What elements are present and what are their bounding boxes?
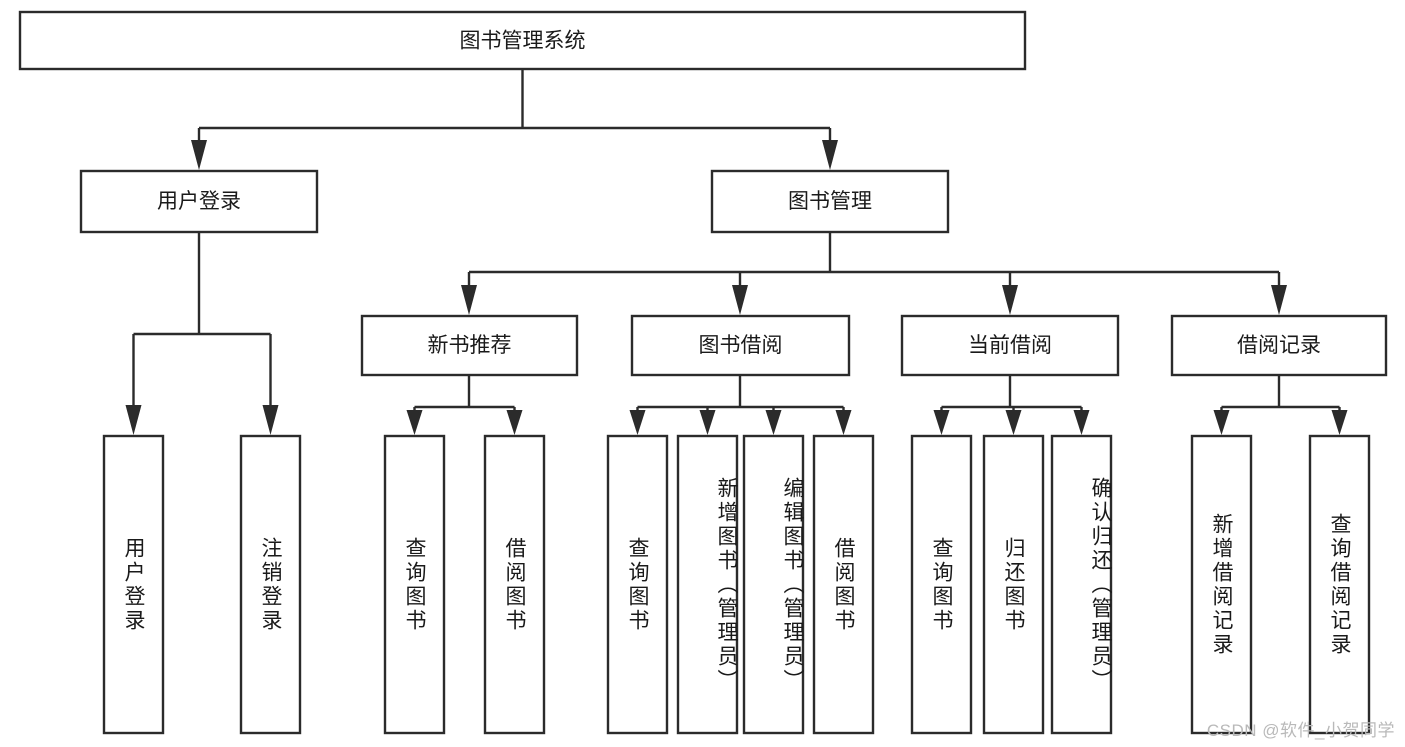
node-new-book-recommend-box[interactable] [360, 314, 579, 377]
node-current-borrow-box[interactable] [900, 314, 1120, 377]
arrow-leaf-confirm-return [1073, 410, 1090, 435]
arrow-leaf-query-record [1331, 410, 1348, 435]
leaf-box-confirm-return[interactable] [1050, 434, 1113, 735]
leaf-box-query-record[interactable] [1308, 434, 1371, 735]
node-root[interactable]: 图书管理系统 [18, 10, 1027, 71]
leaf-box-borrow-book-2[interactable] [812, 434, 875, 735]
node-borrow-record-label: 借阅记录 [1237, 334, 1321, 357]
arrow-leaf-query-book-2 [629, 410, 646, 435]
node-book-management-label: 图书管理 [788, 190, 872, 213]
arrow-to-new-book-recommend [461, 285, 477, 315]
arrow-leaf-query-book-3 [933, 410, 950, 435]
node-book-borrow-box[interactable] [630, 314, 851, 377]
leaf-box-add-book[interactable] [676, 434, 739, 735]
arrow-to-user-login [191, 140, 207, 170]
leaf-box-edit-book[interactable] [742, 434, 805, 735]
arrow-leaf-edit-book [765, 410, 782, 435]
leaf-box-query-book-3[interactable] [910, 434, 973, 735]
leaf-box-add-record[interactable] [1190, 434, 1253, 735]
node-user-login[interactable]: 用户登录 [79, 169, 319, 234]
node-root-box[interactable] [18, 10, 1027, 71]
node-borrow-record-box[interactable] [1170, 314, 1388, 377]
leaf-box-logout[interactable] [239, 434, 302, 735]
arrow-leaf-add-book [699, 410, 716, 435]
arrow-to-book-borrow [732, 285, 748, 315]
arrow-leaf-user-login [125, 405, 142, 435]
arrow-leaf-return-book [1005, 410, 1022, 435]
leaf-box-layer [102, 434, 1371, 735]
node-new-book-recommend[interactable]: 新书推荐 [360, 314, 579, 377]
node-user-login-label: 用户登录 [157, 190, 241, 213]
leaf-box-return-book[interactable] [982, 434, 1045, 735]
arrow-leaf-add-record [1213, 410, 1230, 435]
node-user-login-box[interactable] [79, 169, 319, 234]
arrow-leaf-borrow-book-2 [835, 410, 852, 435]
arrow-to-current-borrow [1002, 285, 1018, 315]
arrow-leaf-borrow-book-1 [506, 410, 523, 435]
csdn-watermark: CSDN @软件_小贺同学 [1206, 721, 1395, 740]
connector-layer [125, 69, 1348, 435]
node-current-borrow[interactable]: 当前借阅 [900, 314, 1120, 377]
leaf-box-query-book-2[interactable] [606, 434, 669, 735]
node-book-management[interactable]: 图书管理 [710, 169, 950, 234]
node-new-book-recommend-label: 新书推荐 [428, 334, 512, 357]
leaf-box-user-login[interactable] [102, 434, 165, 735]
node-book-borrow[interactable]: 图书借阅 [630, 314, 851, 377]
node-borrow-record[interactable]: 借阅记录 [1170, 314, 1388, 377]
node-book-borrow-label: 图书借阅 [699, 334, 783, 357]
node-root-label: 图书管理系统 [460, 30, 586, 53]
node-book-management-box[interactable] [710, 169, 950, 234]
arrow-to-book-manage [822, 140, 838, 170]
leaf-box-query-book-1[interactable] [383, 434, 446, 735]
arrow-to-borrow-record [1271, 285, 1287, 315]
node-current-borrow-label: 当前借阅 [968, 334, 1052, 357]
arrow-leaf-logout [262, 405, 279, 435]
arrow-leaf-query-book-1 [406, 410, 423, 435]
leaf-box-borrow-book-1[interactable] [483, 434, 546, 735]
